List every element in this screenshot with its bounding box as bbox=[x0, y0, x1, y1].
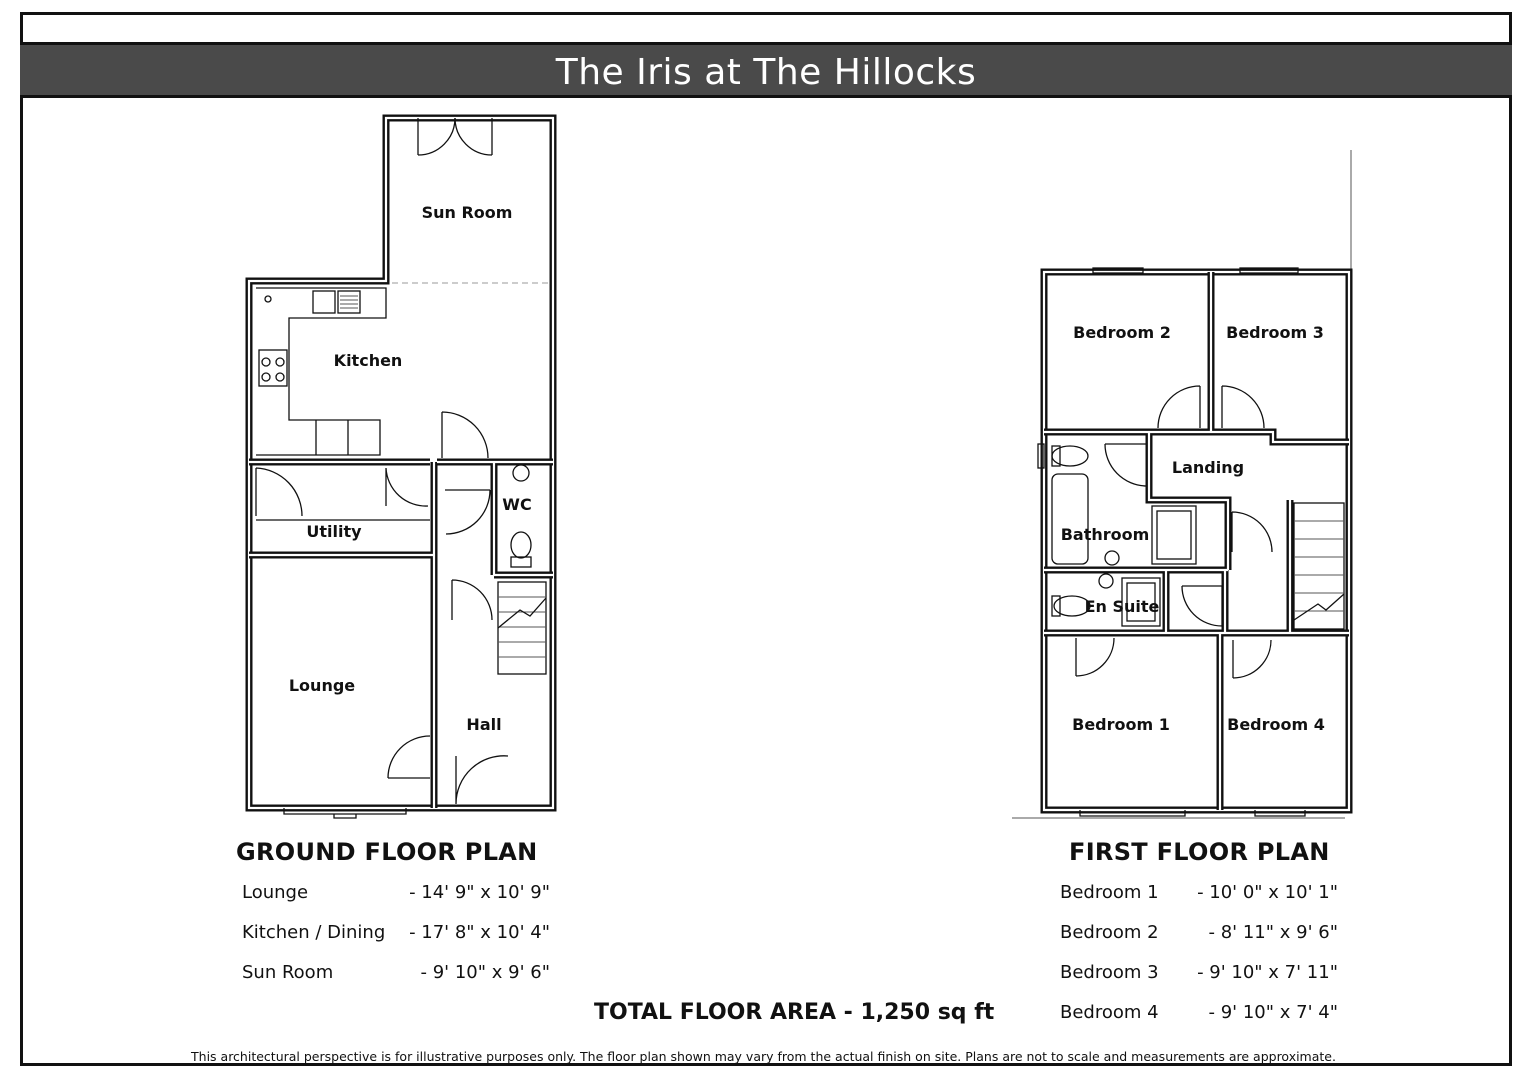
ground-dim-size: - 17' 8" x 10' 4" bbox=[409, 922, 550, 943]
room-label-bedroom-2: Bedroom 2 bbox=[1073, 323, 1171, 342]
room-label-bedroom-3: Bedroom 3 bbox=[1226, 323, 1324, 342]
ground-dim-room: Lounge bbox=[242, 882, 309, 903]
room-label-utility: Utility bbox=[306, 522, 362, 541]
first-floor-plan bbox=[1012, 150, 1353, 819]
first-dim-size: - 10' 0" x 10' 1" bbox=[1197, 882, 1338, 903]
first-dim-room: Bedroom 4 bbox=[1060, 1002, 1159, 1023]
total-floor-area: TOTAL FLOOR AREA - 1,250 sq ft bbox=[594, 1000, 995, 1025]
room-label-wc: WC bbox=[502, 495, 531, 514]
first-dim-room: Bedroom 3 bbox=[1060, 962, 1159, 983]
room-label-bathroom: Bathroom bbox=[1061, 525, 1150, 544]
disclaimer: This architectural perspective is for il… bbox=[191, 1049, 1336, 1064]
room-label-bedroom-4: Bedroom 4 bbox=[1227, 715, 1325, 734]
ground-dim-room: Kitchen / Dining bbox=[242, 922, 386, 943]
ground-floor-heading: GROUND FLOOR PLAN bbox=[236, 838, 538, 866]
room-label-hall: Hall bbox=[466, 715, 501, 734]
room-label-bedroom-1: Bedroom 1 bbox=[1072, 715, 1170, 734]
ground-dim-size: - 9' 10" x 9' 6" bbox=[420, 962, 550, 983]
room-label-sun-room: Sun Room bbox=[422, 203, 513, 222]
room-label-en-suite: En Suite bbox=[1085, 597, 1160, 616]
first-dim-room: Bedroom 1 bbox=[1060, 882, 1159, 903]
first-floor-heading: FIRST FLOOR PLAN bbox=[1069, 838, 1330, 866]
page-title: The Iris at The Hillocks bbox=[555, 52, 977, 93]
ground-dim-room: Sun Room bbox=[242, 962, 334, 983]
page-frame bbox=[20, 12, 1512, 1066]
ground-dim-size: - 14' 9" x 10' 9" bbox=[409, 882, 550, 903]
room-label-lounge: Lounge bbox=[289, 676, 355, 695]
ground-floor-plan bbox=[245, 114, 557, 819]
room-label-landing: Landing bbox=[1172, 458, 1244, 477]
first-dim-room: Bedroom 2 bbox=[1060, 922, 1159, 943]
first-dim-size: - 9' 10" x 7' 11" bbox=[1197, 962, 1338, 983]
title-bar: The Iris at The Hillocks bbox=[20, 42, 1512, 98]
room-label-kitchen: Kitchen bbox=[334, 351, 403, 370]
first-dim-size: - 8' 11" x 9' 6" bbox=[1208, 922, 1338, 943]
first-dim-size: - 9' 10" x 7' 4" bbox=[1208, 1002, 1338, 1023]
